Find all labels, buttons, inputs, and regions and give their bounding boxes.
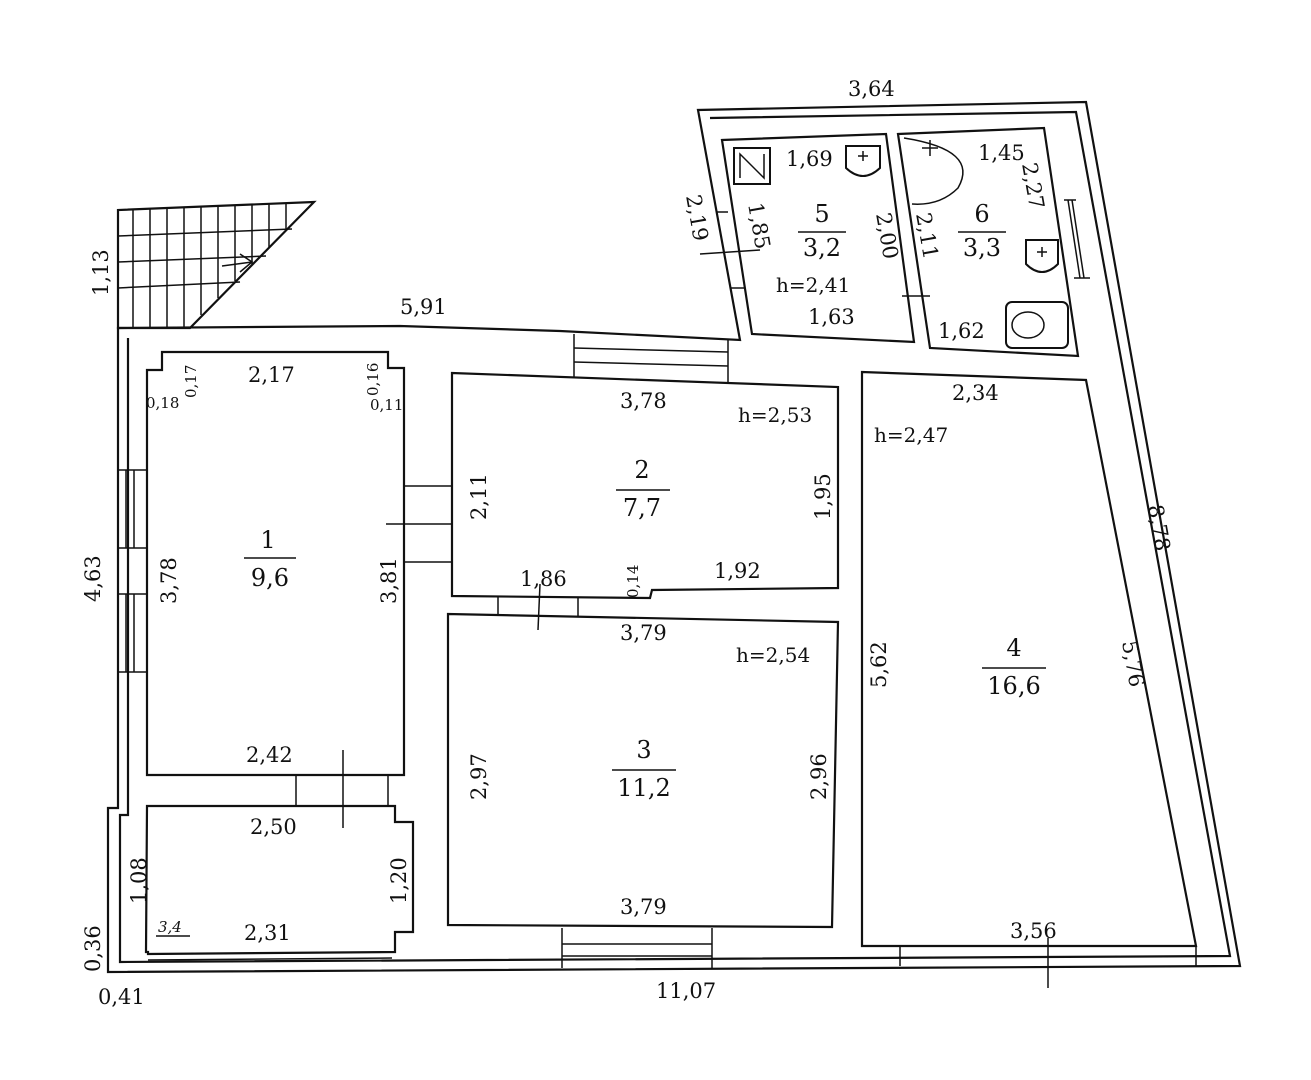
room-1: 1 9,6 2,17 0,17 0,18 0,16 0,11 3,78 3,81… [146, 363, 403, 767]
dim-left-bottom-small: 0,36 [81, 925, 105, 972]
room-6-dim-bottom: 1,62 [938, 319, 985, 343]
stairs [116, 200, 317, 330]
dim-top-right-width: 3,64 [848, 77, 895, 101]
dim-right-diagonal: 8,78 [1143, 503, 1175, 553]
room-4-dim-bottom: 3,56 [1010, 919, 1057, 943]
dim-left-height: 4,63 [81, 555, 105, 602]
vestibule-dim-bottom: 2,31 [244, 921, 291, 945]
room-4-height: h=2,47 [874, 423, 948, 447]
room-6-number: 6 [974, 200, 989, 228]
room-4-outline [860, 370, 1198, 948]
room-1-dim-right: 3,81 [377, 557, 401, 604]
openings [118, 199, 1197, 988]
room-3-height: h=2,54 [736, 643, 810, 667]
room-3-dim-right: 2,96 [807, 753, 831, 800]
room-2-dim-step: 0,14 [624, 565, 642, 598]
room-3-outline [446, 612, 840, 929]
room-4-number: 4 [1006, 634, 1021, 662]
room-6-dim-top: 1,45 [978, 141, 1025, 165]
room-2-height: h=2,53 [738, 403, 812, 427]
room-5-dim-left: 1,85 [743, 201, 775, 251]
vestibule-dim-left: 1,08 [127, 857, 151, 904]
room-1-number: 1 [260, 526, 275, 554]
shower-door-icon [903, 137, 964, 205]
room-2-area: 7,7 [623, 494, 661, 522]
room-5-dim-bottom: 1,63 [808, 305, 855, 329]
vestibule-dim-top: 2,50 [250, 815, 297, 839]
room-4-dim-right: 5,76 [1117, 639, 1149, 689]
vestibule-label: 3,4 [158, 918, 182, 936]
dim-stairs-height: 1,13 [89, 249, 113, 296]
room-2-dim-top: 3,78 [620, 389, 667, 413]
dim-annex-left-wall: 2,19 [681, 193, 713, 243]
room-1-area: 9,6 [251, 564, 289, 592]
room-2-number: 2 [634, 456, 649, 484]
room-6: 6 3,3 1,45 2,11 1,62 [911, 141, 1025, 343]
room-1-dim-notch-right: 0,16 [364, 363, 382, 396]
room-3-area: 11,2 [617, 774, 670, 802]
room-1-dim-bottom: 2,42 [246, 743, 293, 767]
room-4-dim-top: 2,34 [952, 381, 999, 405]
room-2-outline [450, 371, 840, 600]
room-2: 2 7,7 3,78 h=2,53 2,11 1,95 1,86 0,14 1,… [467, 389, 835, 598]
boiler-mark-icon [739, 152, 765, 180]
room-1-dim-left: 3,78 [157, 557, 181, 604]
dim-bottom-left-small: 0,41 [98, 985, 145, 1009]
room-2-dim-bottom-left: 1,86 [520, 567, 567, 591]
room-2-dim-left: 2,11 [467, 473, 491, 520]
dim-bottom-total: 11,07 [656, 979, 716, 1003]
room-5-area: 3,2 [803, 234, 841, 262]
room-2-dim-bottom-right: 1,92 [714, 559, 761, 583]
vestibule-dim-right: 1,20 [387, 857, 411, 904]
room-3: 3 11,2 3,79 h=2,54 2,97 2,96 3,79 [467, 621, 831, 919]
room-5: 5 3,2 1,69 1,85 2,00 h=2,41 1,63 [743, 147, 903, 329]
vestibule-outline [144, 804, 415, 956]
room-1-outline [145, 350, 406, 777]
overall-dimensions: 3,64 1,13 5,91 4,63 8,78 11,07 0,41 0,36… [81, 77, 1175, 1009]
room-5-height: h=2,41 [776, 273, 850, 297]
room-3-number: 3 [636, 736, 651, 764]
room-1-dim-top: 2,17 [248, 363, 295, 387]
room-5-outline [720, 132, 916, 344]
room-3-dim-bottom: 3,79 [620, 895, 667, 919]
vestibule: 2,50 1,08 1,20 2,31 3,4 [127, 815, 411, 945]
room-4: 4 16,6 2,34 h=2,47 5,62 5,76 3,56 [867, 381, 1149, 943]
toilet-icon [1005, 301, 1069, 349]
room-1-dim-notch-left: 0,17 [182, 365, 200, 398]
room-3-dim-left: 2,97 [467, 753, 491, 800]
dim-annex-right-wall: 2,27 [1017, 161, 1049, 211]
room-1-dim-notch-left-depth: 0,18 [146, 394, 179, 412]
room-5-number: 5 [814, 200, 829, 228]
outer-walls [106, 100, 1242, 974]
room-2-dim-right: 1,95 [811, 473, 835, 520]
room-5-dim-top: 1,69 [786, 147, 833, 171]
room-6-outline [896, 126, 1080, 358]
room-4-area: 16,6 [987, 672, 1040, 700]
room-6-area: 3,3 [963, 234, 1001, 262]
dim-top-left-width: 5,91 [400, 295, 447, 319]
room-4-dim-left: 5,62 [867, 641, 891, 688]
room-3-dim-top: 3,79 [620, 621, 667, 645]
room-1-dim-notch-right-depth: 0,11 [370, 396, 403, 414]
fixtures [733, 137, 1069, 349]
